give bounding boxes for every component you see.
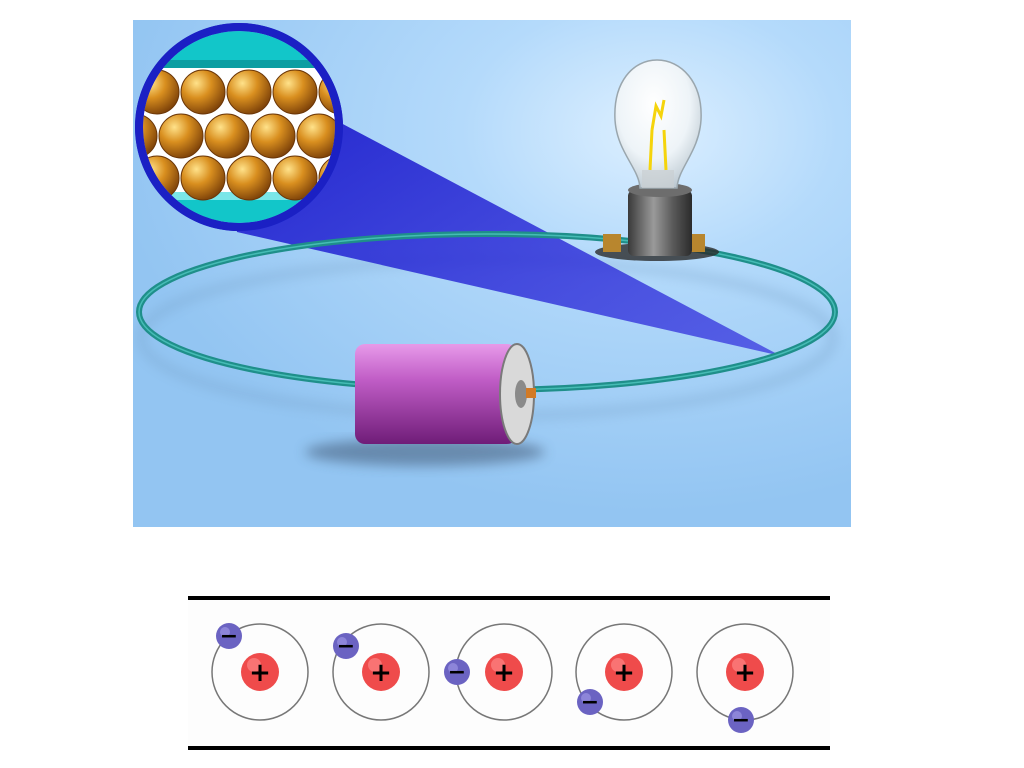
atom: +− (696, 623, 794, 733)
nucleus-label: + (734, 658, 756, 688)
bulb-filament (648, 99, 668, 171)
circuit-illustration (133, 20, 851, 527)
atom-lattice (143, 69, 335, 201)
bulb-socket (628, 190, 692, 256)
conductor-svg: +−+−+−+−+− (188, 596, 830, 750)
nucleus-label: + (493, 658, 515, 688)
lattice-atom (180, 155, 226, 201)
nucleus-label: + (249, 658, 271, 688)
electron-label: − (732, 708, 750, 733)
atom: +− (332, 623, 430, 721)
lattice-atom (272, 69, 318, 115)
battery-terminal (526, 388, 536, 398)
lattice-atom (226, 69, 272, 115)
circuit-svg (133, 20, 851, 527)
lattice-atom (158, 113, 204, 159)
electron-label: − (448, 660, 466, 685)
atom: +− (211, 623, 309, 721)
conductor-bottom-rail (188, 746, 830, 750)
electron-orbit (211, 623, 309, 721)
lattice-atom (296, 113, 335, 159)
atom: +− (444, 623, 553, 721)
bulb-glass (614, 59, 702, 189)
electron-orbit (332, 623, 430, 721)
electron-label: − (337, 634, 355, 659)
battery-body (355, 344, 517, 444)
electron-label: − (220, 624, 238, 649)
nucleus-label: + (370, 658, 392, 688)
lattice-atom (143, 113, 158, 159)
lattice-atom (272, 155, 318, 201)
lattice-atom (204, 113, 250, 159)
light-bulb (595, 59, 719, 261)
lattice-atom (180, 69, 226, 115)
atom: +− (575, 623, 673, 721)
conductor-diagram: +−+−+−+−+− (188, 592, 830, 754)
lattice-atom (250, 113, 296, 159)
nucleus-label: + (613, 658, 635, 688)
conductor-top-rail (188, 596, 830, 600)
battery (305, 343, 545, 466)
electron-label: − (581, 690, 599, 715)
lattice-atom (226, 155, 272, 201)
magnifier-beam (203, 50, 781, 356)
electron-orbit (575, 623, 673, 721)
